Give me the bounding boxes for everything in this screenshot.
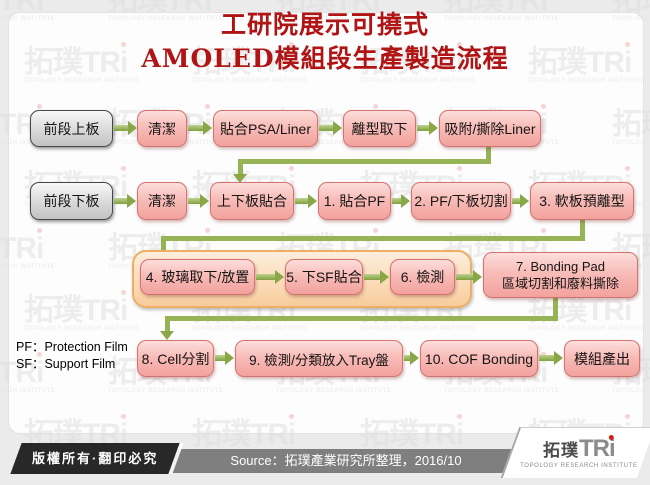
tri-logo-panel: 拓璞 TRi TOPOLOGY RESEARCH INSTITUTE — [500, 427, 650, 478]
flow-node-label: 貼合PSA/Liner — [219, 120, 312, 137]
tri-logo-latin: TRi — [578, 435, 615, 462]
flow-node-step2-pf-cut: 2. PF/下板切割 — [411, 182, 511, 220]
flow-node-label: 清潔 — [148, 120, 176, 137]
flow-node-panel-lamination: 上下板貼合 — [210, 182, 294, 220]
flow-node-label: 5. 下SF貼合 — [286, 269, 362, 285]
flow-node-step7-bonding-pad: 7. Bonding Pad 區域切割和廢料撕除 — [483, 252, 638, 298]
flow-node-label: 9. 檢測/分類放入Tray盤 — [249, 352, 389, 368]
legend: PF：Protection Film SF：Support Film — [16, 339, 128, 373]
flow-node-front-upper-panel: 前段上板 — [30, 110, 113, 147]
flow-arrow-right-icon — [392, 194, 410, 208]
flow-node-clean-2: 清潔 — [137, 182, 187, 220]
copyright-text: 版權所有·翻印必究 — [32, 451, 159, 466]
connector-line — [238, 164, 243, 176]
flow-arrow-right-icon — [114, 194, 136, 208]
flow-node-label: 離型取下 — [351, 120, 408, 137]
flow-node-label: 1. 貼合PF — [323, 193, 386, 209]
flow-node-label: 2. PF/下板切割 — [414, 193, 508, 209]
flow-arrow-right-icon — [215, 351, 234, 365]
flow-node-label: 前段下板 — [43, 193, 100, 209]
flow-node-step8-cell-cut: 8. Cell分割 — [137, 340, 214, 377]
flow-node-step6-inspection: 6. 檢測 — [390, 259, 455, 295]
flow-node-label: 前段上板 — [43, 120, 100, 137]
connector-line — [486, 147, 491, 161]
flow-node-release-removal: 離型取下 — [343, 110, 416, 147]
flow-arrow-right-icon — [256, 270, 284, 284]
connector-line — [165, 316, 558, 321]
copyright-banner: 版權所有·翻印必究 — [10, 443, 180, 474]
flow-node-label: 7. Bonding Pad — [516, 259, 605, 274]
connector-line — [161, 236, 585, 241]
flow-node-front-lower-panel: 前段下板 — [30, 182, 113, 220]
connector-line — [161, 241, 166, 253]
flow-arrow-right-icon — [114, 121, 137, 135]
tri-logo-caption: TOPOLOGY RESEARCH INSTITUTE — [520, 463, 638, 469]
flow-node-label: 10. COF Bonding — [424, 350, 534, 367]
tri-logo: 拓璞 TRi — [542, 435, 615, 462]
connector-line — [238, 159, 491, 164]
flow-arrow-right-icon — [456, 270, 482, 284]
flow-arrow-right-icon — [295, 194, 317, 208]
flow-node-step5-sf-lamination: 5. 下SF貼合 — [285, 259, 363, 295]
flow-arrow-right-icon — [364, 270, 389, 284]
tri-logo-cjk: 拓璞 — [542, 441, 579, 460]
flow-node-label: 區域切割和廢料撕除 — [501, 276, 619, 291]
connector-line — [580, 220, 585, 238]
flow-node-clean-1: 清潔 — [137, 110, 187, 147]
source-bar: Source：拓璞產業研究所整理，2016/10 — [165, 449, 527, 473]
legend-line-pf: PF：Protection Film — [16, 340, 128, 354]
flow-node-step9-tray: 9. 檢測/分類放入Tray盤 — [235, 340, 403, 377]
page-title-line2: AMOLED模組段生產製造流程 — [141, 44, 509, 73]
page-title: 工研院展示可撓式 AMOLED模組段生產製造流程 — [0, 8, 650, 76]
flow-node-label: 吸附/撕除Liner — [444, 120, 536, 137]
flow-node-label: 8. Cell分割 — [141, 350, 210, 367]
connector-line — [165, 321, 170, 332]
flow-node-step10-cof-bonding: 10. COF Bonding — [420, 340, 538, 377]
flow-node-laminate-psa-liner: 貼合PSA/Liner — [213, 110, 318, 147]
flow-arrow-right-icon — [512, 194, 529, 208]
flow-node-label: 6. 檢測 — [400, 269, 445, 285]
flow-node-step4-glass-removal: 4. 玻璃取下/放置 — [140, 259, 255, 295]
flow-arrow-right-icon — [188, 121, 212, 135]
flow-node-label: 清潔 — [148, 193, 176, 209]
flow-node-label: 模組產出 — [574, 350, 630, 367]
flow-node-label: 4. 玻璃取下/放置 — [145, 269, 250, 285]
flow-node-label: 3. 軟板預離型 — [539, 193, 625, 209]
connector-line — [553, 297, 558, 318]
flow-arrow-right-icon — [539, 351, 563, 365]
flow-arrow-right-icon — [188, 194, 209, 208]
flow-node-peel-liner: 吸附/撕除Liner — [439, 110, 541, 147]
legend-line-sf: SF：Support Film — [16, 357, 116, 371]
connector-arrow-down-icon — [160, 331, 174, 340]
flow-node-label: 上下板貼合 — [217, 193, 287, 209]
flow-arrow-right-icon — [404, 351, 419, 365]
connector-arrow-down-icon — [233, 174, 247, 183]
flow-arrow-right-icon — [319, 121, 342, 135]
tri-logo-red-dot-icon — [608, 435, 614, 440]
flow-node-step3-pre-release: 3. 軟板預離型 — [530, 182, 634, 220]
source-text: Source：拓璞產業研究所整理，2016/10 — [230, 453, 462, 468]
flow-arrow-right-icon — [417, 121, 438, 135]
flow-node-step1-laminate-pf: 1. 貼合PF — [318, 182, 391, 220]
page-title-line1: 工研院展示可撓式 — [220, 10, 429, 39]
flow-node-module-output: 模組產出 — [564, 340, 640, 377]
